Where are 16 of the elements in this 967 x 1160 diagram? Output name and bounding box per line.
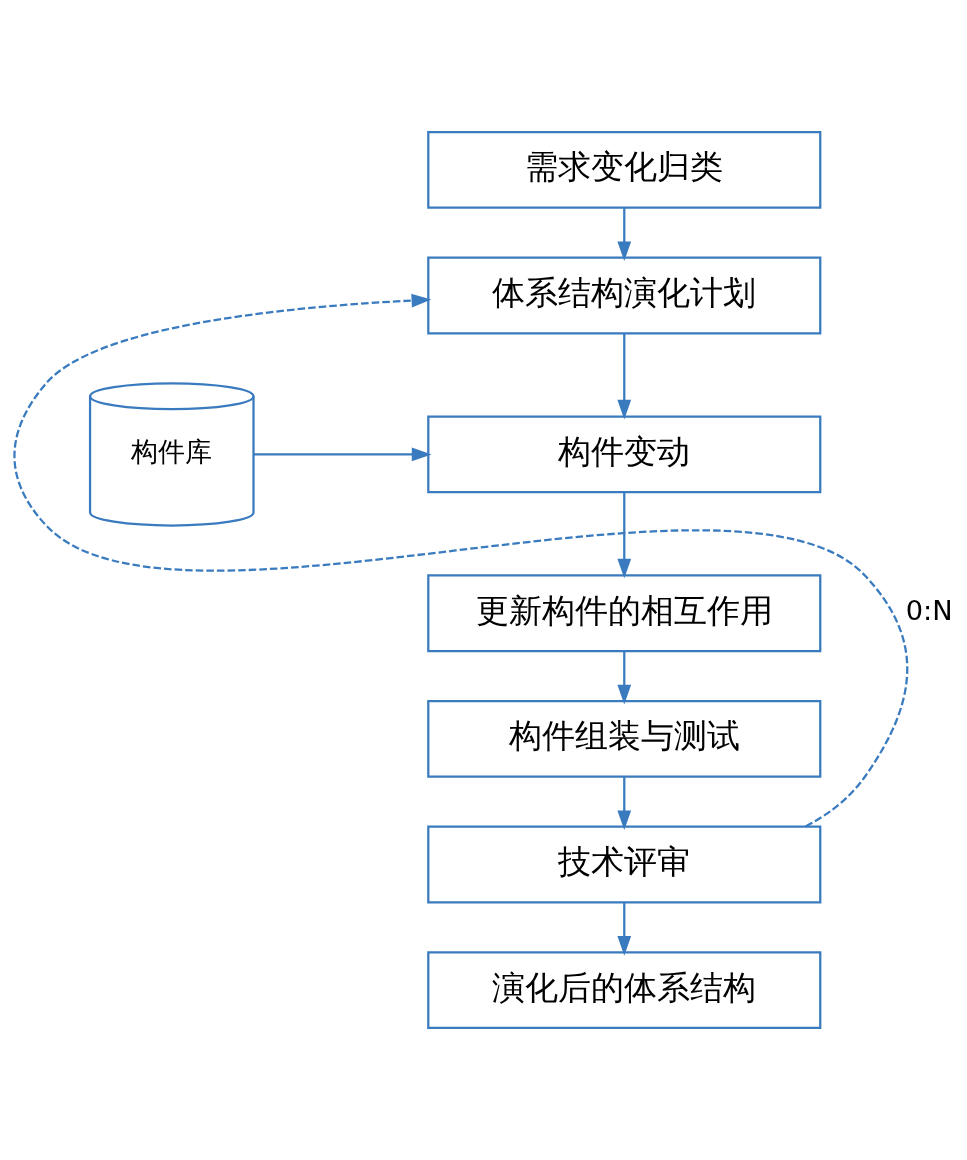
node-box: 体系结构演化计划 — [427, 256, 822, 335]
arrow — [617, 333, 632, 420]
node-box: 演化后的体系结构 — [427, 951, 822, 1030]
arrow — [13, 293, 909, 828]
arrow — [617, 651, 632, 705]
node-box: 构件变动 — [427, 415, 822, 494]
node-box: 构件组装与测试 — [427, 699, 822, 778]
node-box: 更新构件的相互作用 — [427, 574, 822, 653]
arrow — [617, 492, 632, 579]
arrow — [617, 208, 632, 262]
arrow — [617, 902, 632, 956]
arrow — [617, 777, 632, 831]
edge-label: 0:N — [905, 594, 953, 626]
arrow — [253, 447, 432, 462]
node-box: 需求变化归类 — [427, 130, 822, 209]
node-box: 技术评审 — [427, 825, 822, 904]
